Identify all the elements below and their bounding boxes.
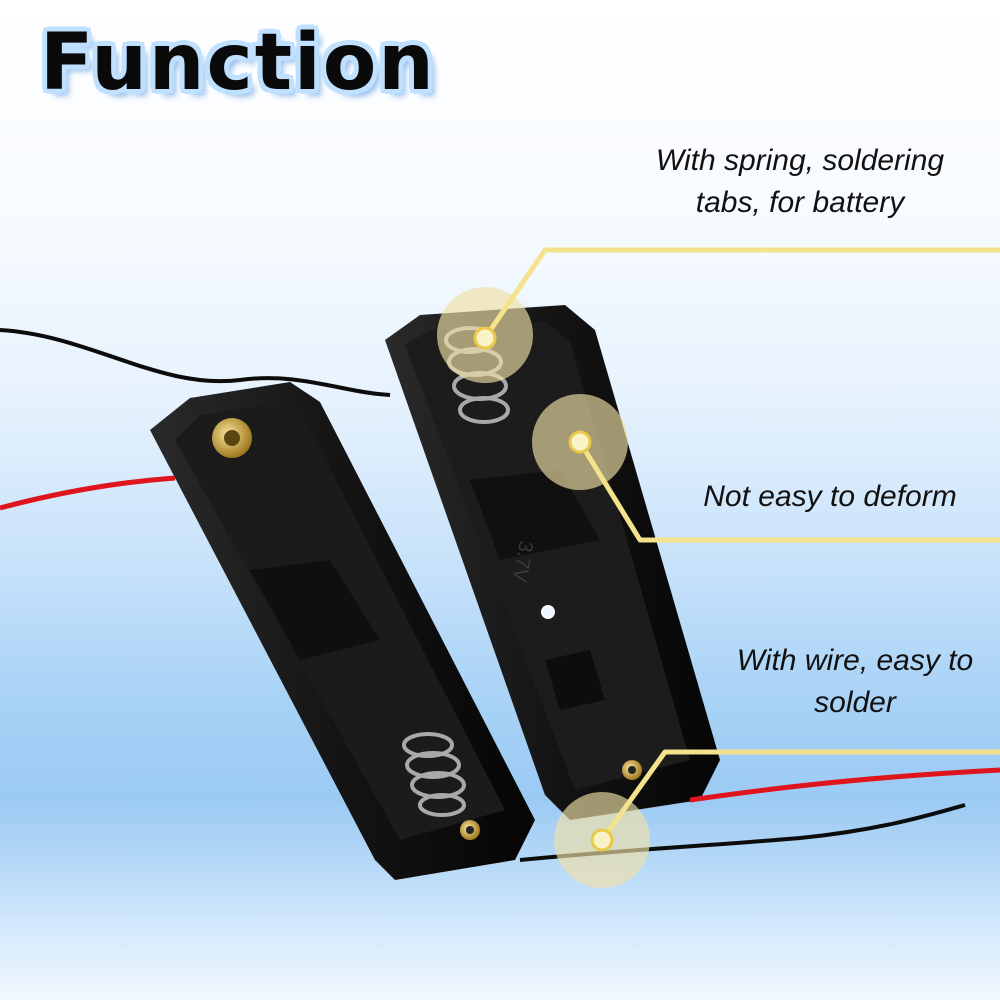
- callout-deform-line-1: Not easy to deform: [703, 480, 957, 513]
- holder-right-cavity: [405, 322, 690, 790]
- black-wire-left: [0, 328, 391, 397]
- callout-wire-solder: With wire, easy to solder: [700, 640, 1000, 724]
- callout-wire-line-1: With wire, easy to: [736, 644, 974, 677]
- callout-not-easy-to-deform: Not easy to deform: [670, 476, 990, 518]
- callout-spring-line-1: With spring, soldering: [655, 144, 945, 177]
- page-title: Function: [40, 18, 436, 108]
- leader-line-wire: [599, 749, 1000, 842]
- callout-spring-line-2: tabs, for battery: [695, 186, 905, 219]
- red-wire-left: [0, 475, 176, 511]
- leader-line-deform: [577, 440, 1000, 543]
- callout-wire-line-2: solder: [814, 686, 896, 719]
- red-wire-right: [689, 767, 1000, 803]
- leader-dot-spring: [473, 326, 497, 350]
- leader-line-spring: [482, 247, 1000, 340]
- battery-holder-left: [150, 382, 535, 880]
- leader-dot-wire: [590, 828, 614, 852]
- holder-left-spring: [402, 732, 466, 817]
- holder-right-center-hole: [541, 605, 555, 619]
- leader-dot-deform: [568, 430, 592, 454]
- callout-spring-tabs: With spring, soldering tabs, for battery: [620, 140, 980, 224]
